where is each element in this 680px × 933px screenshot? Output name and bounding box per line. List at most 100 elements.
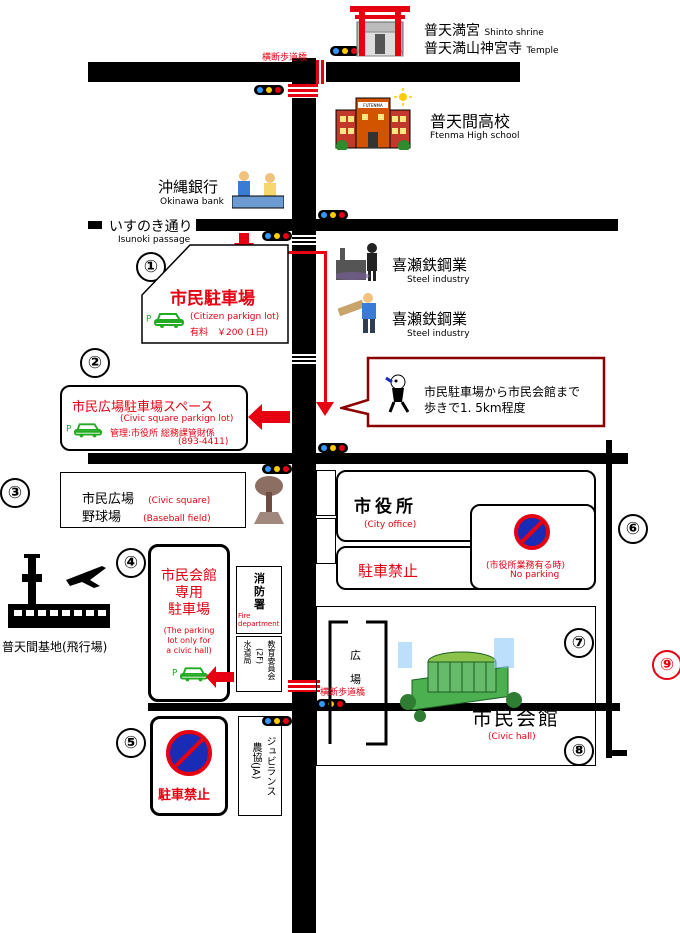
no-parking-label: 駐車禁止 [158, 788, 211, 803]
marker-6: ⑥ [618, 514, 648, 544]
right-road-line-lower [611, 750, 627, 756]
fire-dept-en: Fire department [238, 612, 280, 628]
temple-label: 普天満山神宮寺 Temple [424, 41, 559, 57]
steel1-label-en: Steel industry [407, 275, 470, 285]
marker-1: ① [136, 252, 166, 282]
marker-3: ③ [0, 478, 30, 508]
city-noparking-label: 駐車禁止 [358, 562, 419, 580]
parking2-en: (Civic square parkign lot) [120, 414, 234, 424]
crosswalk-top [288, 84, 318, 98]
isunoki-road-stub [88, 221, 102, 229]
traffic-light-icon [318, 210, 348, 220]
airport-tower-icon [8, 554, 110, 628]
civic-parking-title: 市民会館専用駐車場 [161, 568, 217, 618]
steel2-label-en: Steel industry [407, 329, 470, 339]
parking1-car-icon: P [146, 310, 185, 328]
base-label: 普天間基地(飛行場) [2, 640, 108, 654]
water-bureau-col2: 水道局 [243, 640, 252, 664]
factory-worker-icon [336, 243, 377, 281]
city-office-gates-2 [316, 518, 336, 564]
traffic-light-icon [262, 464, 292, 474]
civic-hall-area [316, 606, 596, 766]
city-noparking-note2: No parking [510, 570, 560, 580]
civic-hall-en: (Civic hall) [488, 732, 536, 742]
school-label-jp: 普天間高校 [430, 112, 511, 131]
landmark-statue-icon [254, 476, 284, 524]
marker-8: ⑧ [564, 736, 594, 766]
water-bureau-col3: (2F) [255, 648, 264, 664]
shrine-label: 普天満宮 Shinto shrine [424, 23, 544, 39]
jusco-col1: ジュビランス [264, 736, 275, 796]
plaza-line2: 野球場 (Baseball field) [82, 510, 211, 525]
top-road [88, 62, 520, 82]
parking2-car-icon: P [66, 420, 103, 438]
crosswalk-middle [292, 354, 316, 366]
city-office-gates [316, 470, 336, 516]
marker-7: ⑦ [564, 628, 594, 658]
callout-text: 市民駐車場から市民会館まで 歩きで1. 5km程度 [424, 385, 581, 415]
parking1-en: (Citizen parkign lot) [190, 312, 280, 322]
carpenter-worker-icon [338, 293, 376, 333]
shrine-torii-icon [350, 6, 410, 57]
parking2-phone: (893-4411) [178, 437, 229, 447]
hiroba-label: 広場 [350, 649, 361, 686]
parking1-title: 市民駐車場 [170, 289, 255, 309]
route-line-vertical [324, 251, 327, 407]
parking2-admin: 管理:市役所 総務課管財係 [110, 429, 215, 439]
traffic-light-icon [262, 231, 292, 241]
parking2-arrow-left-icon [248, 404, 290, 430]
route-arrow-down-icon [316, 402, 334, 416]
no-parking-sign-icon [514, 514, 550, 550]
street-label-jp: いすのき通り [106, 216, 196, 236]
civic-parking-car-icon: P [172, 664, 209, 682]
main-road-vertical [292, 58, 316, 933]
plaza-line1: 市民広場 (Civic square) [82, 492, 211, 507]
street-label-en: Isunoki passage [118, 235, 191, 245]
steel1-label-jp: 喜瀬鉄鋼業 [392, 256, 468, 274]
parking1-fee: 有料 ￥200 (1日) [190, 328, 268, 338]
isunoki-road [160, 219, 618, 231]
bank-label-jp: 沖縄銀行 [158, 178, 219, 196]
water-bureau-col1: 教育委員会 [267, 640, 276, 680]
school-building-icon: FUTENMA [335, 97, 411, 150]
bank-teller-icon [232, 171, 284, 209]
right-road-line [606, 440, 612, 758]
civic-hall-jp: 市民会館 [472, 706, 560, 730]
crosswalk-top-bridge [316, 60, 326, 84]
steel2-label-jp: 喜瀬鉄鋼業 [392, 310, 468, 328]
crosswalk-lower [288, 680, 320, 692]
traffic-light-icon [262, 716, 292, 726]
fire-dept-jp: 消防署 [254, 572, 265, 611]
sun-icon [394, 88, 412, 106]
svg-text:FUTENMA: FUTENMA [363, 103, 383, 108]
civic-parking-arrow-left-icon [206, 666, 234, 688]
city-office-title: 市役所 [354, 497, 417, 517]
city-noparking-note1: (市役所業務有る時) [486, 561, 566, 571]
bank-label-en: Okinawa bank [160, 197, 224, 207]
city-office-en: (City office) [364, 520, 417, 530]
civic-hall-building-icon [398, 638, 522, 722]
parking2-box [60, 385, 248, 451]
middle-road [88, 453, 628, 464]
school-label-en: Ftenma High school [430, 131, 520, 141]
jusco-box [238, 716, 282, 816]
civic-hall-area-bracket [328, 620, 388, 746]
no-parking-sign-icon [166, 730, 212, 776]
crosswalk-bridge-label: 横断歩道橋 [262, 53, 308, 63]
parking2-title: 市民広場駐車場スペース [72, 400, 214, 415]
crosswalk-mid-label: 横断歩道橋 [320, 688, 366, 698]
crosswalk-upper [292, 235, 316, 245]
plaza-box [60, 472, 246, 528]
fire-dept-box [236, 566, 282, 634]
marker-2: ② [80, 348, 110, 378]
lower-road [148, 703, 620, 711]
marker-9: ⑨ [652, 650, 680, 680]
marker-4: ④ [116, 548, 146, 578]
walking-person-icon [385, 374, 410, 413]
traffic-light-icon [330, 46, 360, 56]
traffic-light-icon [318, 443, 348, 453]
traffic-light-icon [254, 85, 284, 95]
water-bureau-box [236, 636, 282, 692]
jusco-col2: 農協(JA) [250, 742, 261, 780]
